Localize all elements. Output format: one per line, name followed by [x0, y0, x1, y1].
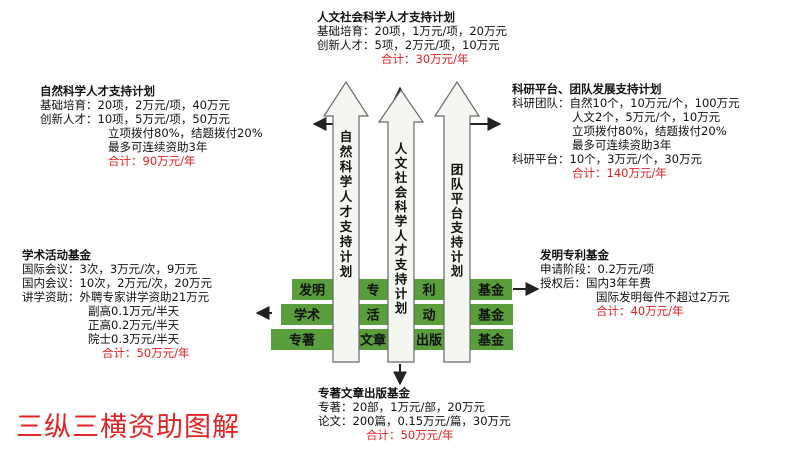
block-bottom: 专著文章出版基金 专著：20部，1万元/部，20万元 论文：200篇，0.15万… [318, 386, 511, 442]
column-3-label-char: 队 [451, 177, 464, 192]
block-right-top-line-5: 科研平台：10个，3万元/个，30万元 [512, 152, 702, 166]
row-2-cell-3: 动 [422, 309, 435, 324]
column-2-label-char: 社 [394, 170, 408, 185]
column-3-label-char: 支 [450, 220, 464, 235]
block-top-line-1: 基础培育：20项，1万元/项，20万元 [317, 24, 507, 38]
column-1-label-char: 才 [339, 204, 353, 219]
block-right-mid-line-1: 申请阶段：0.2万元/项 [540, 262, 655, 276]
column-2-label-char: 学 [395, 214, 408, 229]
block-left-mid-line-3: 讲学资助：外聘专家讲学资助21万元 [22, 290, 210, 304]
row-3-cell-2: 文章 [360, 333, 386, 349]
column-2-label-char: 支 [394, 257, 408, 272]
row-1-cell-4: 基金 [477, 283, 505, 299]
block-left-mid-line-2: 国内会议：10次，2万元/次，20万元 [22, 276, 212, 290]
column-2-label-char: 计 [395, 286, 408, 301]
column-1-label-char: 支 [339, 219, 353, 234]
block-bottom-line-1: 专著：20部，1万元/部，20万元 [318, 400, 485, 414]
diagram-title: 三纵三横资助图解 [16, 412, 240, 443]
block-left-mid-heading: 学术活动基金 [22, 248, 91, 262]
block-top: 人文社会科学人才支持计划 基础培育：20项，1万元/项，20万元 创新人才：5项… [317, 10, 507, 66]
row-labels: 发明 专 利 基金 学术 活 动 基金 专著 文章 出版 基金 [289, 283, 505, 349]
block-left-mid-line-6: 院士0.3万元/半天 [88, 332, 180, 346]
block-left-mid-total: 合计：50万元/年 [102, 346, 190, 360]
column-1-label-char: 持 [340, 234, 353, 249]
block-right-mid-heading: 发明专利基金 [540, 248, 609, 262]
column-3-label-char: 持 [451, 235, 464, 250]
block-right-top-line-1: 科研团队：自然10个，10万元/个，100万元 [512, 96, 740, 110]
block-left-mid-line-4: 副高0.1万元/半天 [88, 304, 180, 318]
row-3-cell-1: 专著 [289, 333, 315, 349]
row-2-cell-2: 活 [366, 308, 379, 324]
block-left-top-line-1: 基础培育：20项，2万元/项，40万元 [40, 98, 230, 112]
block-left-top-line-3: 立项拨付80%，结题拨付20% [108, 126, 263, 140]
column-2-label-char: 划 [395, 301, 408, 316]
column-2-label-char: 文 [395, 156, 408, 171]
block-left-top-total: 合计：90万元/年 [108, 154, 196, 168]
block-right-mid: 发明专利基金 申请阶段：0.2万元/项 授权后：国内3年年费 国际发明每件不超过… [540, 248, 730, 318]
block-top-line-2: 创新人才：5项，2万元/项，10万元 [317, 38, 500, 52]
block-bottom-total: 合计：50万元/年 [366, 428, 454, 442]
block-left-mid-line-1: 国际会议：3次，3万元/次，9万元 [22, 262, 198, 276]
column-2-label-char: 才 [394, 243, 408, 258]
block-right-top-total: 合计：140万元/年 [572, 166, 667, 180]
row-1-cell-1: 发明 [298, 283, 325, 299]
row-2-cell-4: 基金 [477, 308, 505, 324]
row-3-cell-4: 基金 [477, 333, 505, 349]
block-right-top: 科研平台、团队发展支持计划 科研团队：自然10个，10万元/个，100万元 人文… [512, 82, 740, 180]
row-1-cell-2: 专 [366, 283, 379, 299]
block-right-top-line-3: 立项拨付80%，结题拨付20% [572, 124, 727, 138]
column-3-label-char: 团 [451, 162, 464, 177]
block-right-mid-line-3: 国际发明每件不超过2万元 [596, 290, 730, 304]
column-3-label-char: 平 [451, 191, 464, 206]
column-3-label-char: 台 [451, 206, 464, 221]
block-right-mid-line-2: 授权后：国内3年年费 [540, 276, 651, 290]
column-1-label-char: 计 [340, 249, 353, 264]
block-left-mid: 学术活动基金 国际会议：3次，3万元/次，9万元 国内会议：10次，2万元/次，… [22, 248, 212, 360]
block-right-top-heading: 科研平台、团队发展支持计划 [512, 82, 662, 96]
row-1-cell-3: 利 [422, 283, 435, 299]
column-3-label-char: 计 [451, 249, 464, 264]
block-right-top-line-4: 最多可连续资助3年 [572, 138, 672, 152]
row-2-cell-1: 学术 [294, 308, 320, 324]
column-1-label-char: 学 [340, 174, 353, 189]
column-2-label-char: 人 [395, 228, 408, 243]
block-top-heading: 人文社会科学人才支持计划 [317, 10, 455, 24]
column-1-label-char: 然 [340, 144, 353, 159]
block-left-top-line-4: 最多可连续资助3年 [108, 140, 208, 154]
block-right-mid-total: 合计：40万元/年 [596, 304, 684, 318]
column-2-label-char: 科 [395, 199, 408, 214]
column-1-label-char: 科 [340, 159, 353, 174]
column-2-label-char: 持 [395, 272, 408, 287]
block-top-total: 合计：30万元/年 [381, 52, 469, 66]
block-bottom-line-2: 论文：200篇，0.15万元/篇，30万元 [318, 414, 511, 428]
column-2-label-char: 人 [395, 141, 408, 156]
block-right-top-line-2: 人文2个，5万元/个，10万元 [572, 110, 721, 124]
block-left-top: 自然科学人才支持计划 基础培育：20项，2万元/项，40万元 创新人才：10项，… [40, 84, 263, 168]
column-2-label-char: 会 [395, 185, 408, 200]
block-left-top-line-2: 创新人才：10项，5万元/项，50万元 [40, 112, 230, 126]
row-3-cell-3: 出版 [416, 333, 442, 349]
column-1-label-char: 自 [340, 129, 353, 144]
block-left-mid-line-5: 正高0.2万元/半天 [88, 318, 180, 332]
horizontal-bars [271, 278, 513, 351]
block-bottom-heading: 专著文章出版基金 [318, 386, 410, 400]
column-1-label-char: 人 [340, 189, 353, 204]
column-1-label-char: 划 [340, 264, 353, 279]
block-left-top-heading: 自然科学人才支持计划 [40, 84, 155, 98]
column-3-label-char: 划 [451, 264, 464, 279]
